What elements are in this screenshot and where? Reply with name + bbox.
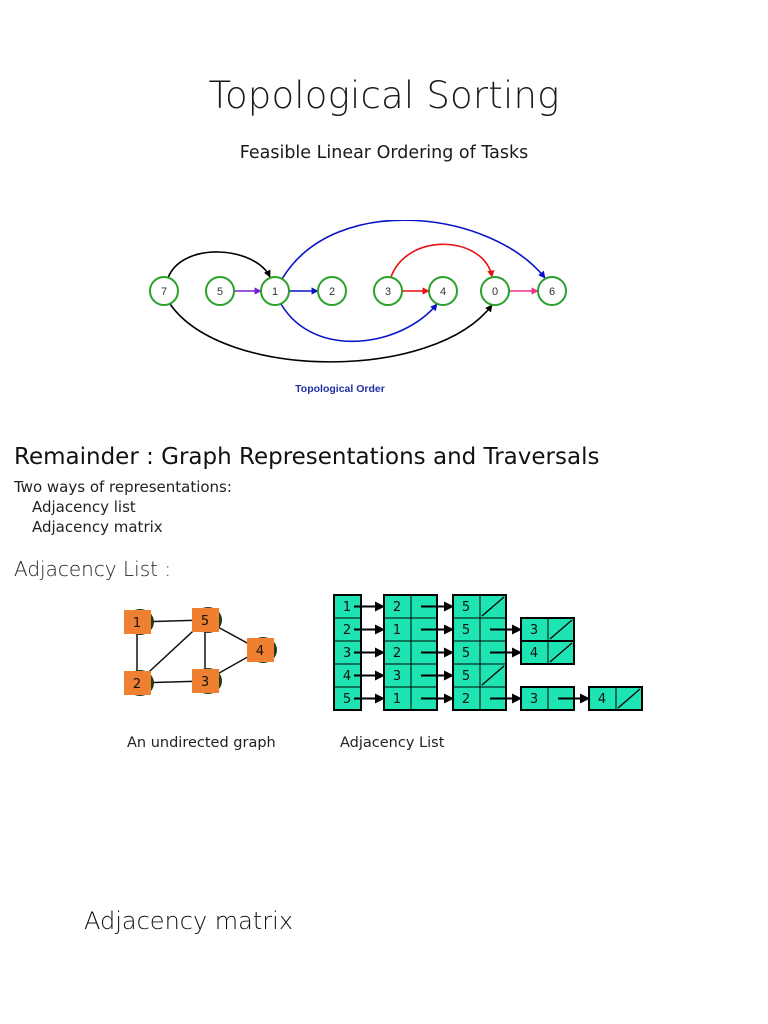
page-title: Topological Sorting <box>208 74 560 117</box>
representation-item-adjacency-list: Adjacency list <box>32 498 136 516</box>
adjacency-row-5: 1 2 3 4 <box>354 686 643 711</box>
topo-node-label: 4 <box>440 286 446 298</box>
vertex-array: 1 2 3 4 5 <box>333 594 362 711</box>
intro-text: Two ways of representations: <box>14 478 232 496</box>
graph-node-label: 5 <box>201 614 209 629</box>
edge-7-to-0 <box>169 303 493 363</box>
neighbor-5-4: 4 <box>598 692 606 707</box>
topo-node-5: 5 <box>205 276 235 306</box>
graph-node-5: 5 <box>192 607 222 633</box>
graph-node-label: 2 <box>133 677 141 692</box>
graph-node-label: 4 <box>256 644 264 659</box>
topo-node-label: 5 <box>217 286 223 298</box>
neighbor-1-2: 2 <box>393 600 401 615</box>
topo-node-1: 1 <box>260 276 290 306</box>
topo-node-0: 0 <box>480 276 510 306</box>
neighbor-2-1: 1 <box>393 623 401 638</box>
adjacency-row-3: 2 5 4 <box>354 640 575 665</box>
representation-item-adjacency-matrix: Adjacency matrix <box>32 518 163 536</box>
topological-order-diagram: 7 5 1 2 3 4 0 6 Topological Order <box>149 220 567 395</box>
edge-7-to-1 <box>167 251 271 279</box>
graph-node-4: 4 <box>247 637 277 663</box>
neighbor-5-3: 3 <box>530 692 538 707</box>
neighbor-3-4: 4 <box>530 646 538 661</box>
topo-node-label: 2 <box>329 286 335 298</box>
neighbor-4-5: 5 <box>462 669 470 684</box>
topo-node-4: 4 <box>428 276 458 306</box>
adjacency-matrix-heading: Adjacency matrix <box>84 907 294 935</box>
edge-1-to-4 <box>280 303 438 343</box>
topo-node-label: 6 <box>549 286 555 298</box>
topological-order-caption: Topological Order <box>295 383 385 395</box>
graph-node-1: 1 <box>124 609 154 635</box>
neighbor-5-1: 1 <box>393 692 401 707</box>
neighbor-4-3: 3 <box>393 669 401 684</box>
vertex-3-label: 3 <box>343 646 351 661</box>
topo-node-3: 3 <box>373 276 403 306</box>
topo-node-label: 1 <box>272 286 278 298</box>
edge-1-to-6 <box>281 220 546 280</box>
neighbor-2-3: 3 <box>530 623 538 638</box>
neighbor-3-2: 2 <box>393 646 401 661</box>
adjacency-row-2: 1 5 3 <box>354 617 575 642</box>
graph-node-2: 2 <box>124 670 154 696</box>
graph-node-label: 1 <box>133 616 141 631</box>
undirected-graph-diagram: 1 2 3 4 5 <box>124 607 277 696</box>
neighbor-5-2: 2 <box>462 692 470 707</box>
undirected-graph-caption: An undirected graph <box>127 735 276 751</box>
adjacency-list-heading: Adjacency List : <box>14 557 172 581</box>
topo-node-2: 2 <box>317 276 347 306</box>
graph-node-3: 3 <box>192 668 222 694</box>
graph-node-label: 3 <box>201 675 209 690</box>
representations-intro: Two ways of representations: Adjacency l… <box>14 477 232 537</box>
adjacency-list-caption: Adjacency List <box>340 735 445 751</box>
vertex-2-label: 2 <box>343 623 351 638</box>
neighbor-3-5: 5 <box>462 646 470 661</box>
topo-node-label: 0 <box>492 286 498 298</box>
vertex-1-label: 1 <box>343 600 351 615</box>
neighbor-1-5: 5 <box>462 600 470 615</box>
edge-3-to-0 <box>390 243 495 278</box>
topo-node-label: 7 <box>161 286 167 298</box>
topo-node-label: 3 <box>385 286 391 298</box>
topo-node-6: 6 <box>537 276 567 306</box>
page-subtitle: Feasible Linear Ordering of Tasks <box>239 143 529 163</box>
vertex-5-label: 5 <box>343 692 351 707</box>
vertex-4-label: 4 <box>343 669 351 684</box>
neighbor-2-5: 5 <box>462 623 470 638</box>
section-heading: Remainder : Graph Representations and Tr… <box>14 444 600 470</box>
topo-node-7: 7 <box>149 276 179 306</box>
